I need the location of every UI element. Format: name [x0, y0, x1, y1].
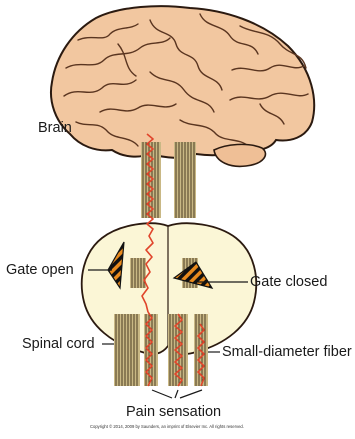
- copyright-notice: Copyright © 2014, 2009 by Saunders, an i…: [90, 424, 244, 429]
- nerve-root-bundle-outer-left: [114, 314, 140, 386]
- cord-fiber-bundle-left: [130, 258, 146, 288]
- gate-closed-label: Gate closed: [250, 274, 327, 290]
- brain-outline: [51, 6, 314, 158]
- ascending-fiber-bundle-right: [174, 142, 196, 218]
- brain-label: Brain: [38, 120, 72, 136]
- small-diameter-fiber-label: Small-diameter fiber: [222, 344, 352, 360]
- gate-open-label: Gate open: [6, 262, 74, 278]
- pain-sensation-label: Pain sensation: [126, 404, 221, 420]
- nerve-root-bundle-inner-right: [168, 314, 188, 386]
- pointer-pain-sensation: [152, 390, 202, 398]
- cerebellum: [214, 144, 265, 166]
- spinal-cord-label: Spinal cord: [22, 336, 95, 352]
